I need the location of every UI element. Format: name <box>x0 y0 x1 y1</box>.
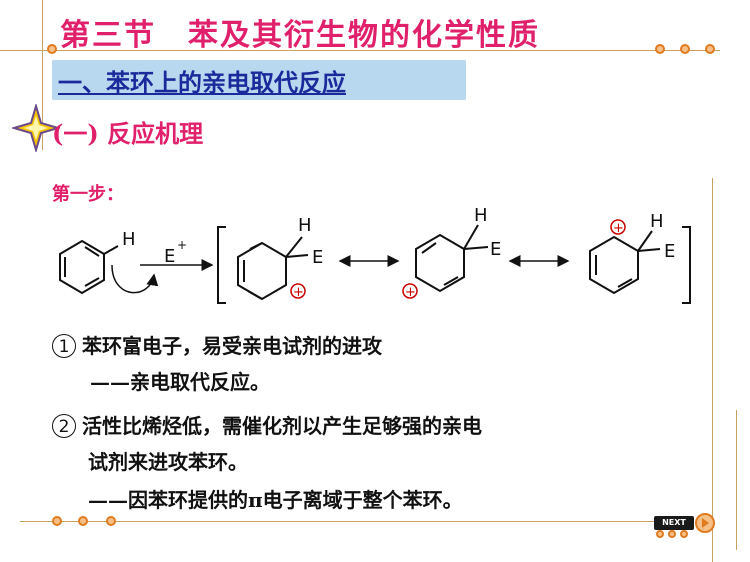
decor-line-right-short <box>736 410 737 550</box>
positive-charge: + <box>293 285 304 300</box>
star-icon <box>12 104 60 152</box>
substituent-label: E <box>664 241 675 262</box>
decor-dot <box>668 530 676 538</box>
hydrogen-label: H <box>122 229 136 250</box>
electrophile-label: E <box>164 246 175 267</box>
sigma-complex-3 <box>589 230 661 295</box>
subsection-heading: (一) 反应机理 <box>52 119 204 148</box>
sigma-complex-1 <box>237 236 309 301</box>
reaction-mechanism-diagram: H E + H E + H E + H E <box>59 205 691 304</box>
hydrogen-label: H <box>474 205 488 226</box>
decor-dot <box>680 530 688 538</box>
point-1-text: 苯环富电子，易受亲电试剂的进攻 <box>82 334 382 358</box>
decor-dot <box>78 516 88 526</box>
substituent-label: E <box>312 247 323 268</box>
decor-line-left <box>42 0 43 150</box>
step-label: 第一步： <box>52 184 124 205</box>
positive-charge: + <box>405 285 416 300</box>
next-button[interactable]: NEXT <box>654 516 694 530</box>
electrophile-charge: + <box>177 238 187 252</box>
point-2-continuation: 试剂来进攻苯环。 <box>88 450 248 474</box>
point-marker-1: 1 <box>52 334 76 358</box>
benzene-ring <box>59 239 119 295</box>
hydrogen-label: H <box>650 211 664 232</box>
point-2-text: 活性比烯烃低，需催化剂以产生足够强的亲电 <box>82 414 482 438</box>
section-heading: 一、苯环上的亲电取代反应 <box>58 68 346 97</box>
point-marker-2: 2 <box>52 414 76 438</box>
substituent-label: E <box>490 239 501 260</box>
sigma-complex-2 <box>415 224 489 293</box>
decor-line-right <box>712 178 713 562</box>
decor-dot <box>705 44 715 54</box>
hydrogen-label: H <box>298 215 312 236</box>
decor-dot <box>47 44 57 54</box>
decor-dot <box>680 44 690 54</box>
decor-dot <box>655 44 665 54</box>
page-title: 第三节 苯及其衍生物的化学性质 <box>60 18 540 53</box>
note-2: ——因苯环提供的π电子离域于整个苯环。 <box>88 488 463 512</box>
decor-dot <box>656 530 664 538</box>
decor-line-bottom <box>20 521 660 522</box>
positive-charge: + <box>613 221 624 236</box>
decor-dot <box>106 516 116 526</box>
decor-dot <box>52 516 62 526</box>
section-heading-box <box>52 60 466 100</box>
next-arrow-icon[interactable] <box>694 512 716 534</box>
decor-line-top <box>0 50 720 51</box>
note-1: ——亲电取代反应。 <box>90 370 270 394</box>
